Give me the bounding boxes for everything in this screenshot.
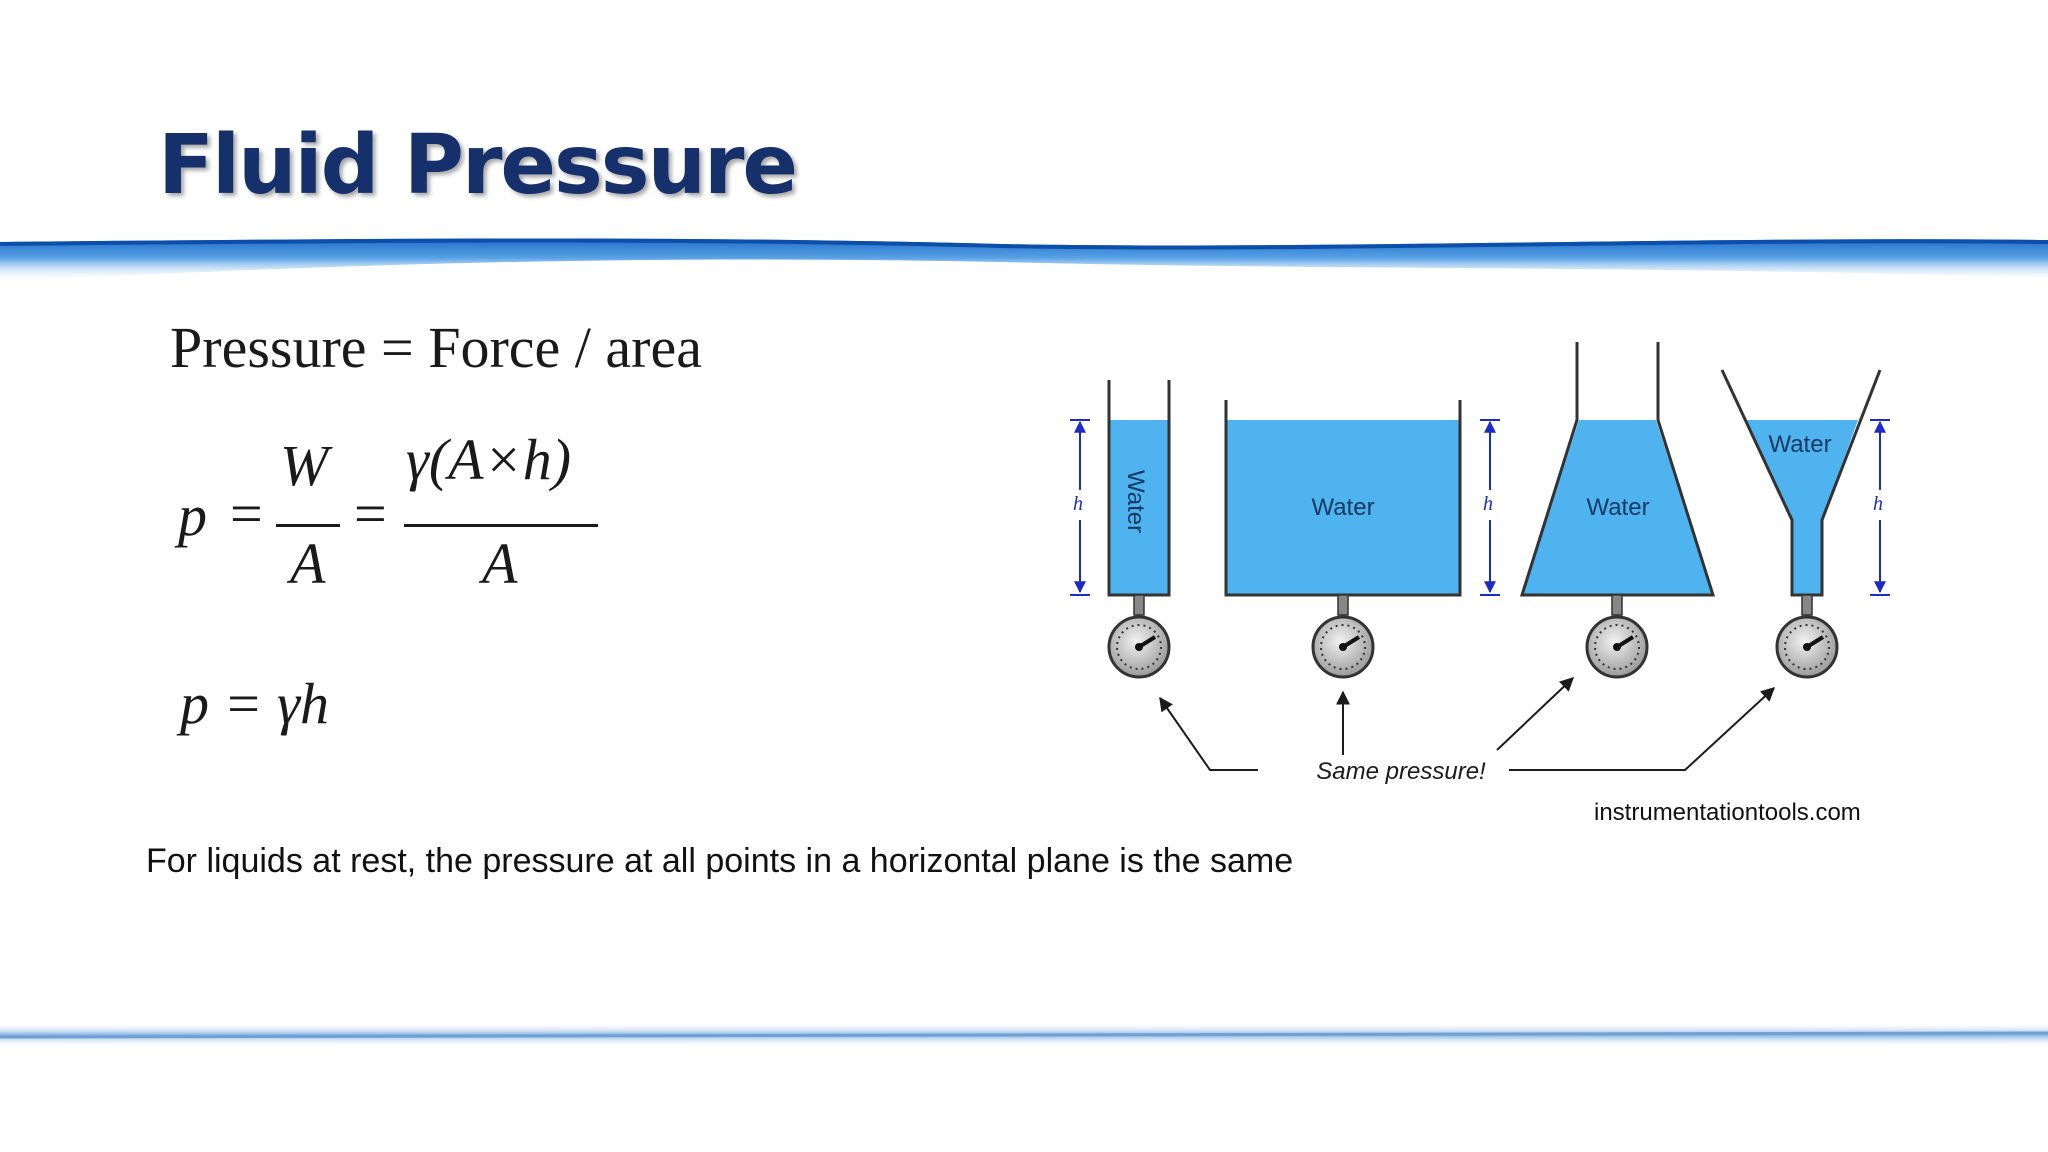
height-marker-2: h (1480, 419, 1500, 596)
same-pressure-callout: Same pressure! (1316, 758, 1486, 785)
pressure-gauge-icon (1311, 594, 1375, 679)
eq-denominator-a: A (290, 531, 326, 596)
vessels-diagram: Water h Water h (1050, 330, 1910, 800)
vessel-narrow-tube: Water (1107, 380, 1171, 597)
pressure-equation: p = W A = γ(A×h) A (178, 427, 618, 610)
vessel-2-label: Water (1311, 494, 1374, 521)
vessel-3-label: Water (1586, 494, 1649, 521)
height-label-4: h (1873, 493, 1883, 515)
fraction-bar-2 (404, 524, 598, 527)
eq-numerator-w: W (280, 433, 329, 498)
eq-equals-2: = (354, 481, 387, 546)
pressure-gauge-icon (1107, 594, 1171, 679)
vessel-1-label: Water (1122, 470, 1149, 533)
pressure-gauge-icon (1585, 594, 1649, 679)
height-marker-4: h (1870, 419, 1890, 596)
pressure-gauge-icon (1775, 594, 1839, 679)
callout-arrows (1159, 677, 1776, 771)
pressure-definition: Pressure = Force / area (170, 315, 702, 380)
height-label-1: h (1073, 493, 1083, 515)
vessel-funnel: Water (1720, 369, 1882, 597)
bottom-wave-band (0, 1023, 2048, 1047)
height-marker-1: h (1070, 419, 1090, 596)
eq-numerator-gamma: γ(A×h) (406, 427, 572, 492)
pressure-gamma-h-equation: p = γh (180, 671, 329, 736)
vessel-flask: Water (1519, 342, 1716, 597)
fraction-bar-1 (276, 524, 340, 527)
slide-title: Fluid Pressure (158, 118, 798, 213)
vessel-4-label: Water (1768, 431, 1831, 458)
source-credit: instrumentationtools.com (1594, 799, 1861, 826)
eq-equals-1: = (230, 481, 263, 546)
eq-p: p (178, 483, 207, 548)
top-wave-band (0, 238, 2048, 282)
eq-denominator-a-2: A (482, 531, 518, 596)
vessel-wide-tank: Water (1224, 400, 1462, 597)
pressure-statement: For liquids at rest, the pressure at all… (146, 842, 1294, 880)
height-label-2: h (1483, 493, 1493, 515)
